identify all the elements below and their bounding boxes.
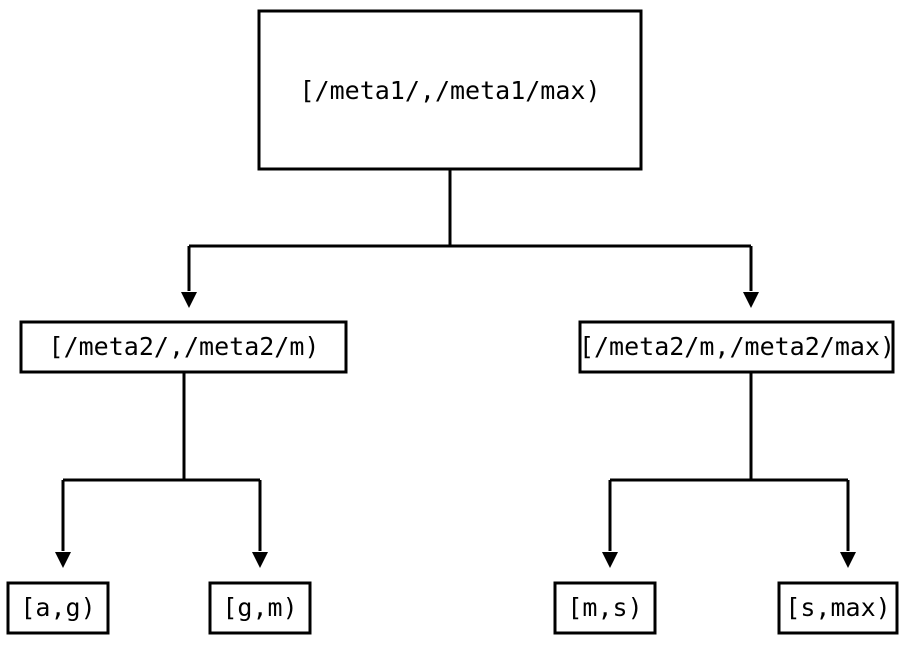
arrowhead-mid-left-to-leaf-2 <box>252 552 268 568</box>
arrowhead-root-to-mid-right <box>743 292 759 308</box>
node-leaf-4-box[interactable] <box>777 581 899 635</box>
arrowhead-mid-right-to-leaf-4 <box>840 552 856 568</box>
node-root[interactable]: [/meta1/,/meta1/max) <box>257 9 643 171</box>
node-leaf-4-label: [s,max) <box>785 593 890 622</box>
node-root-label: [/meta1/,/meta1/max) <box>299 76 600 105</box>
edge-group-root <box>181 169 759 308</box>
node-leaf-1[interactable]: [a,g) <box>6 581 110 635</box>
node-leaf-3-box[interactable] <box>553 581 657 635</box>
node-mid-left[interactable]: [/meta2/,/meta2/m) <box>19 320 348 374</box>
node-mid-right[interactable]: [/meta2/m,/meta2/max) <box>578 320 895 374</box>
node-mid-left-box[interactable] <box>19 320 348 374</box>
node-leaf-1-label: [a,g) <box>20 593 95 622</box>
node-leaf-3[interactable]: [m,s) <box>553 581 657 635</box>
node-mid-right-label: [/meta2/m,/meta2/max) <box>579 332 895 361</box>
edge-group-mid-left <box>55 372 268 568</box>
node-leaf-2[interactable]: [g,m) <box>208 581 312 635</box>
node-leaf-4[interactable]: [s,max) <box>777 581 899 635</box>
arrowhead-mid-left-to-leaf-1 <box>55 552 71 568</box>
node-leaf-1-box[interactable] <box>6 581 110 635</box>
node-mid-left-label: [/meta2/,/meta2/m) <box>49 332 320 361</box>
arrowhead-root-to-mid-left <box>181 292 197 308</box>
node-leaf-2-box[interactable] <box>208 581 312 635</box>
arrowhead-mid-right-to-leaf-3 <box>602 552 618 568</box>
node-root-box[interactable] <box>257 9 643 171</box>
node-leaf-2-label: [g,m) <box>222 593 297 622</box>
node-mid-right-box[interactable] <box>578 320 895 374</box>
node-leaf-3-label: [m,s) <box>567 593 642 622</box>
edge-group-mid-right <box>602 372 856 568</box>
